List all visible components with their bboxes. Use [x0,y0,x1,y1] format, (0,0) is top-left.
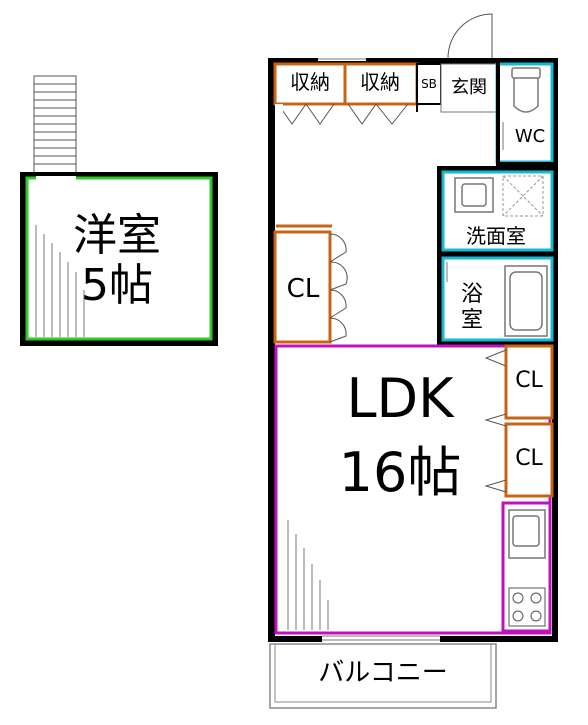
washroom [437,166,554,254]
balcony-label: バルコニー [318,658,448,688]
storage-label-2: 収納 [360,70,400,94]
bathroom-label-1: 浴 [460,282,483,307]
toilet-fixture [511,67,541,113]
entrance-door [447,13,493,59]
storage-top [273,62,419,125]
sink-fixture [454,177,494,213]
storage-label-1: 収納 [290,70,330,94]
western-room-size: 5帖 [81,260,153,311]
washing-machine-space [502,175,544,217]
closet-left [273,104,348,344]
western-room-outline [25,176,213,341]
closet-right-label-1: CL [515,368,543,393]
bathtub [504,265,548,337]
bathroom [437,254,554,346]
washroom-label: 洗面室 [466,224,526,248]
western-room-name: 洋室 [73,210,161,261]
closet-left-label: CL [286,274,320,304]
entrance-area [440,63,498,113]
shoe-box-area [416,63,442,105]
bathroom-label-2: 室 [460,308,483,333]
kitchen-counter [501,501,552,633]
ldk-size: 16帖 [338,441,462,504]
toilet-label: WC [514,126,546,147]
balcony [269,643,497,709]
closets-right [484,344,554,498]
ldk-name: LDK [346,367,454,430]
kitchen-sink [508,509,546,559]
stove-icon [508,587,546,627]
staircase [33,75,77,175]
western-room-block [20,75,218,346]
shoe-box-label: SB [421,77,437,91]
entrance-label: 玄関 [451,77,487,98]
closet-right-label-2: CL [515,446,543,471]
toilet-room [495,62,554,166]
